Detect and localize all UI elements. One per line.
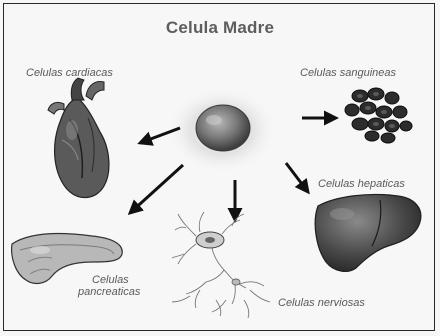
arrow-to-pancreas (130, 165, 183, 213)
liver-icon (315, 194, 421, 271)
label-pancreaticas-line2: pancreaticas (78, 286, 140, 298)
neuron-icon (172, 212, 270, 318)
blood-cells-icon (345, 88, 412, 143)
arrow-to-liver (286, 163, 308, 192)
label-cardiacas: Celulas cardiacas (26, 67, 113, 79)
label-hepaticas: Celulas hepaticas (318, 178, 405, 190)
label-nerviosas: Celulas nerviosas (278, 297, 365, 309)
label-pancreaticas-line1: Celulas (92, 274, 129, 286)
heart-icon (48, 78, 109, 198)
stem-cell-icon (166, 86, 278, 174)
label-sanguineas: Celulas sanguineas (300, 67, 396, 79)
